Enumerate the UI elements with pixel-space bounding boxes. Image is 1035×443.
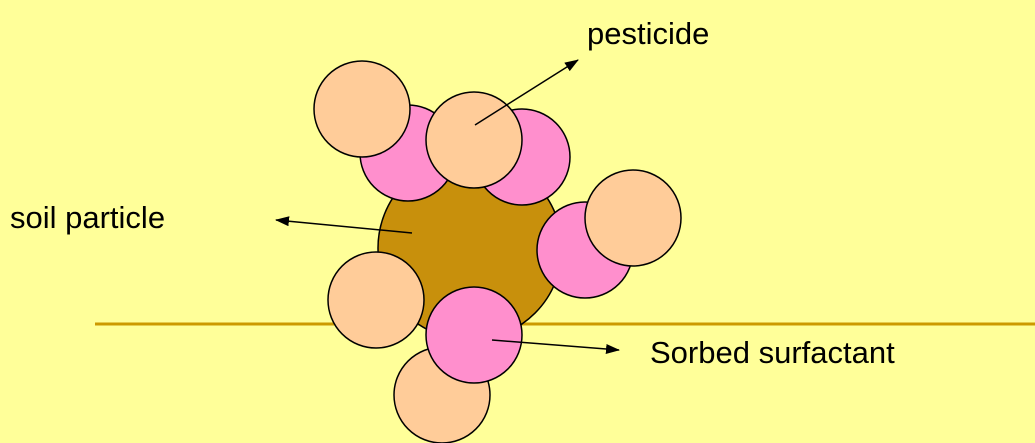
pesticide-circle	[328, 252, 424, 348]
pesticide-circle	[426, 92, 522, 188]
soil-particle-label: soil particle	[10, 200, 165, 235]
pesticide-label: pesticide	[587, 16, 709, 51]
pesticide-circle	[585, 170, 681, 266]
sorbed-surfactant-label: Sorbed surfactant	[650, 335, 895, 370]
pesticide-circle	[314, 61, 410, 157]
surfactant-circle	[426, 287, 522, 383]
